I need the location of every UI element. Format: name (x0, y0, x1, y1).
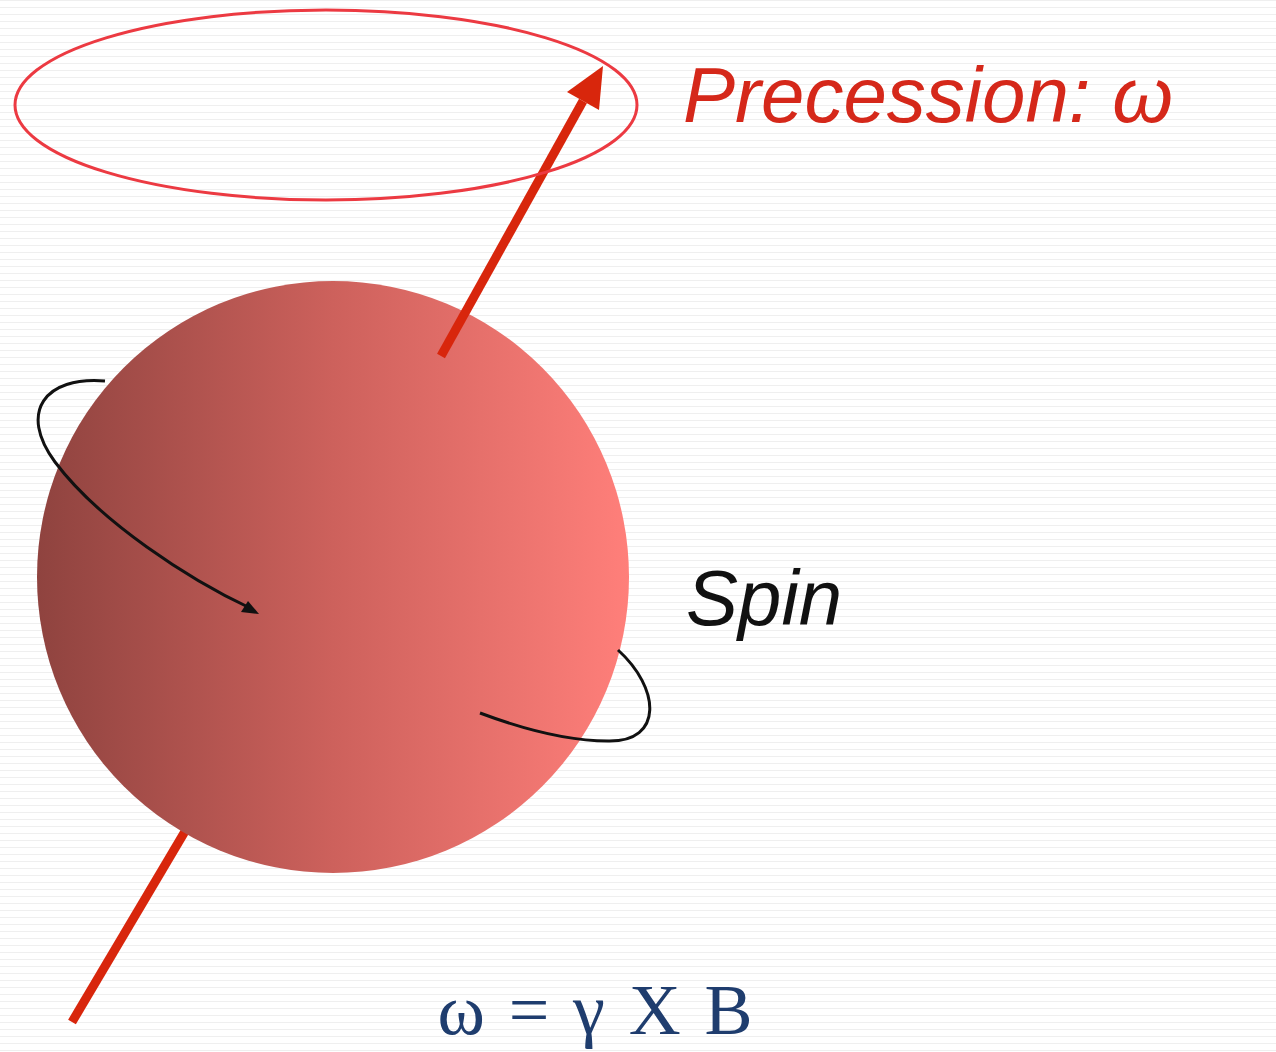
precession-label: Precession: ω (683, 56, 1173, 134)
spin-label: Spin (686, 559, 842, 637)
spin-arc-arrowhead (241, 601, 259, 614)
axis-arrowhead (567, 66, 603, 110)
spin-arc (480, 650, 650, 741)
spin-axis-upper (441, 101, 583, 356)
spin-axis-lower (72, 828, 187, 1022)
spin-arc (38, 381, 250, 608)
precession-ellipse (15, 10, 637, 200)
formula-label: ω = γ X B (438, 974, 753, 1046)
particle-sphere (37, 281, 629, 873)
